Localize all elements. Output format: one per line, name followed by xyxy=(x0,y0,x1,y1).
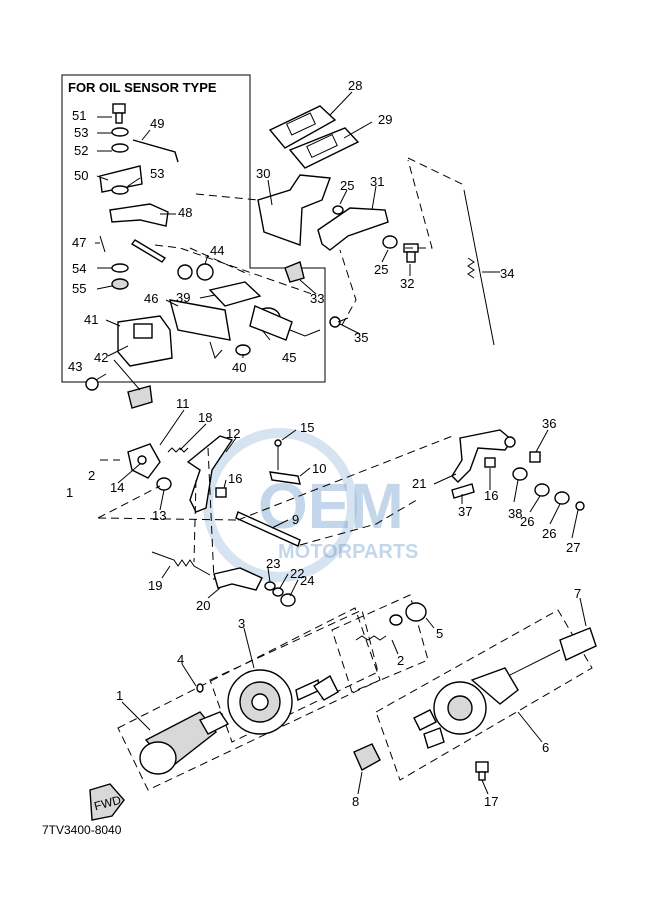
control-lever-assembly xyxy=(97,409,585,607)
callout-16: 16 xyxy=(228,471,242,486)
callout-50: 50 xyxy=(74,168,88,183)
callout-17: 17 xyxy=(484,794,498,809)
callout-7: 7 xyxy=(574,586,581,601)
callout-24: 24 xyxy=(300,573,314,588)
callout-20: 20 xyxy=(196,598,210,613)
callout-38: 38 xyxy=(508,506,522,521)
callout-25: 25 xyxy=(340,178,354,193)
callout-12: 12 xyxy=(226,426,240,441)
callout-36: 36 xyxy=(542,416,556,431)
callout-33: 33 xyxy=(310,291,324,306)
callout-27: 27 xyxy=(566,540,580,555)
callout-labels: 1234567891011121314151616171819202122232… xyxy=(66,78,581,809)
callout-19: 19 xyxy=(148,578,162,593)
callout-53: 53 xyxy=(150,166,164,181)
watermark: OEM MOTORPARTS xyxy=(203,428,418,582)
callout-23: 23 xyxy=(266,556,280,571)
callout-8: 8 xyxy=(352,794,359,809)
callout-14: 14 xyxy=(110,480,124,495)
callout-55: 55 xyxy=(72,281,86,296)
callout-21: 21 xyxy=(412,476,426,491)
callout-37: 37 xyxy=(458,504,472,519)
callout-35: 35 xyxy=(354,330,368,345)
callout-1: 1 xyxy=(66,485,73,500)
callout-2: 2 xyxy=(88,468,95,483)
callout-2: 2 xyxy=(397,653,404,668)
callout-34: 34 xyxy=(500,266,514,281)
callout-29: 29 xyxy=(378,112,392,127)
watermark-sub: MOTORPARTS xyxy=(278,541,418,563)
callout-15: 15 xyxy=(300,420,314,435)
callout-5: 5 xyxy=(436,626,443,641)
callout-44: 44 xyxy=(210,243,224,258)
inset-title: FOR OIL SENSOR TYPE xyxy=(68,80,217,95)
callout-49: 49 xyxy=(150,116,164,131)
callout-9: 9 xyxy=(292,512,299,527)
callout-41: 41 xyxy=(84,312,98,327)
callout-1: 1 xyxy=(116,688,123,703)
callout-25: 25 xyxy=(374,262,388,277)
callout-16: 16 xyxy=(484,488,498,503)
callout-11: 11 xyxy=(176,396,190,411)
callout-42: 42 xyxy=(94,350,108,365)
callout-47: 47 xyxy=(72,235,86,250)
drawing-code: 7TV3400-8040 xyxy=(42,823,122,837)
callout-32: 32 xyxy=(400,276,414,291)
fwd-label: FWD xyxy=(93,793,123,814)
callout-28: 28 xyxy=(348,78,362,93)
camshaft-governor-assembly: FWD xyxy=(89,594,597,821)
callout-40: 40 xyxy=(232,360,246,375)
callout-4: 4 xyxy=(177,652,184,667)
callout-13: 13 xyxy=(152,508,166,523)
callout-22: 22 xyxy=(290,566,304,581)
callout-26: 26 xyxy=(520,514,534,529)
callout-52: 52 xyxy=(74,143,88,158)
upper-linkage xyxy=(195,91,500,346)
callout-39: 39 xyxy=(176,290,190,305)
callout-54: 54 xyxy=(72,261,86,276)
callout-26: 26 xyxy=(542,526,556,541)
callout-43: 43 xyxy=(68,359,82,374)
callout-51: 51 xyxy=(72,108,86,123)
callout-31: 31 xyxy=(370,174,384,189)
callout-6: 6 xyxy=(542,740,549,755)
callout-53: 53 xyxy=(74,125,88,140)
callout-18: 18 xyxy=(198,410,212,425)
callout-46: 46 xyxy=(144,291,158,306)
callout-45: 45 xyxy=(282,350,296,365)
callout-30: 30 xyxy=(256,166,270,181)
callout-48: 48 xyxy=(178,205,192,220)
oil-sensor-inset: FOR OIL SENSOR TYPE xyxy=(61,74,326,409)
callout-3: 3 xyxy=(238,616,245,631)
callout-10: 10 xyxy=(312,461,326,476)
